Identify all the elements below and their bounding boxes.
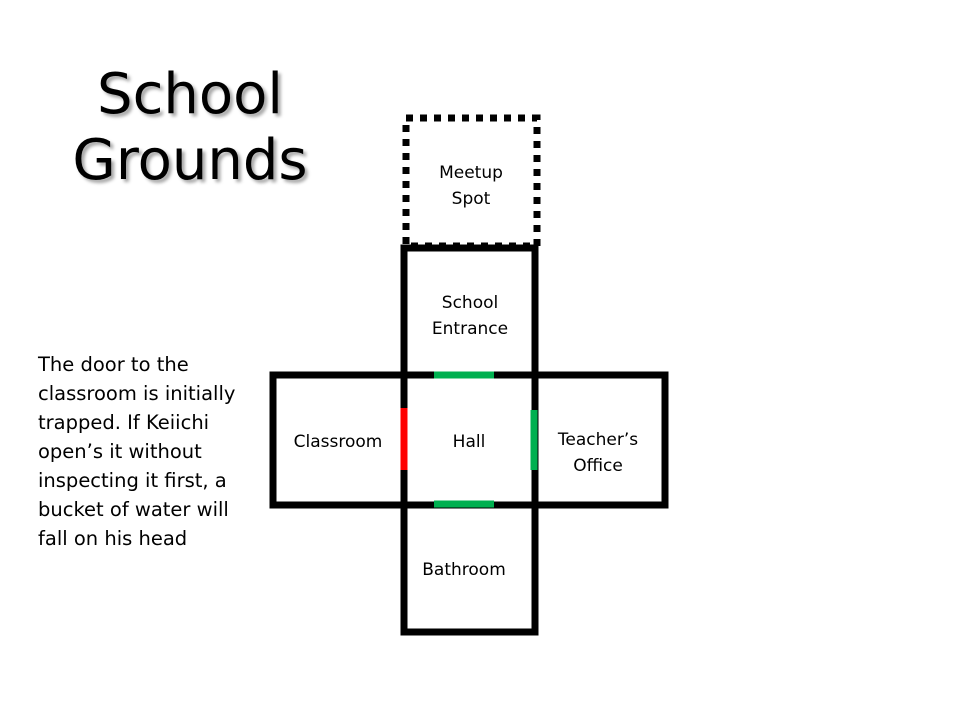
label-office-line1: Teacher’s (557, 430, 638, 450)
label-hall: Hall (453, 432, 486, 452)
label-entrance-line2: Entrance (432, 319, 508, 339)
title-line-2: Grounds (72, 128, 308, 193)
label-entrance-line1: School (442, 293, 498, 313)
label-bathroom: Bathroom (422, 560, 506, 580)
label-meetup-line2: Spot (452, 189, 491, 209)
title-line-1: School (97, 62, 283, 127)
label-meetup-line1: Meetup (439, 163, 503, 183)
trap-note: The door to the classroom is initially t… (38, 353, 236, 550)
label-office-line2: Office (573, 456, 623, 476)
page-title: School Grounds (40, 62, 340, 194)
label-classroom: Classroom (294, 432, 383, 452)
